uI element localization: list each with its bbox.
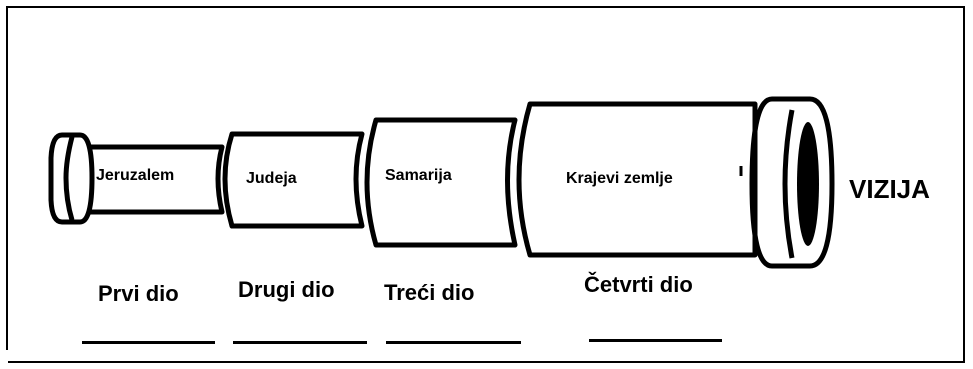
part-label-4: Četvrti dio <box>584 272 693 297</box>
segment-label-jeruzalem: Jeruzalem <box>96 167 175 184</box>
frame-gap <box>6 350 8 364</box>
eyepiece <box>48 132 95 225</box>
answer-blank-1 <box>82 341 215 344</box>
part-label-1: Prvi dio <box>98 281 179 306</box>
answer-blank-2 <box>233 341 367 344</box>
lens-opening <box>797 122 819 246</box>
tube-segment-3 <box>364 117 518 248</box>
part-label-3: Treći dio <box>384 280 475 305</box>
answer-blank-4 <box>589 339 722 342</box>
vision-label: VIZIJA <box>849 174 930 204</box>
tube-segment-4 <box>516 101 758 258</box>
objective-lens <box>749 96 835 269</box>
eyepiece-ring <box>63 136 75 221</box>
segment-label-samarija: Samarija <box>385 167 452 184</box>
lens-inner-ring <box>782 109 795 259</box>
part-label-2: Drugi dio <box>238 277 335 302</box>
segment-label-judeja: Judeja <box>246 170 297 187</box>
diagram-frame <box>6 6 965 363</box>
tube-segment-1 <box>88 144 225 215</box>
answer-blank-3 <box>386 341 521 344</box>
tube-segment-2 <box>222 131 365 229</box>
segment-label-krajevi-zemlje: Krajevi zemlje <box>566 170 673 187</box>
